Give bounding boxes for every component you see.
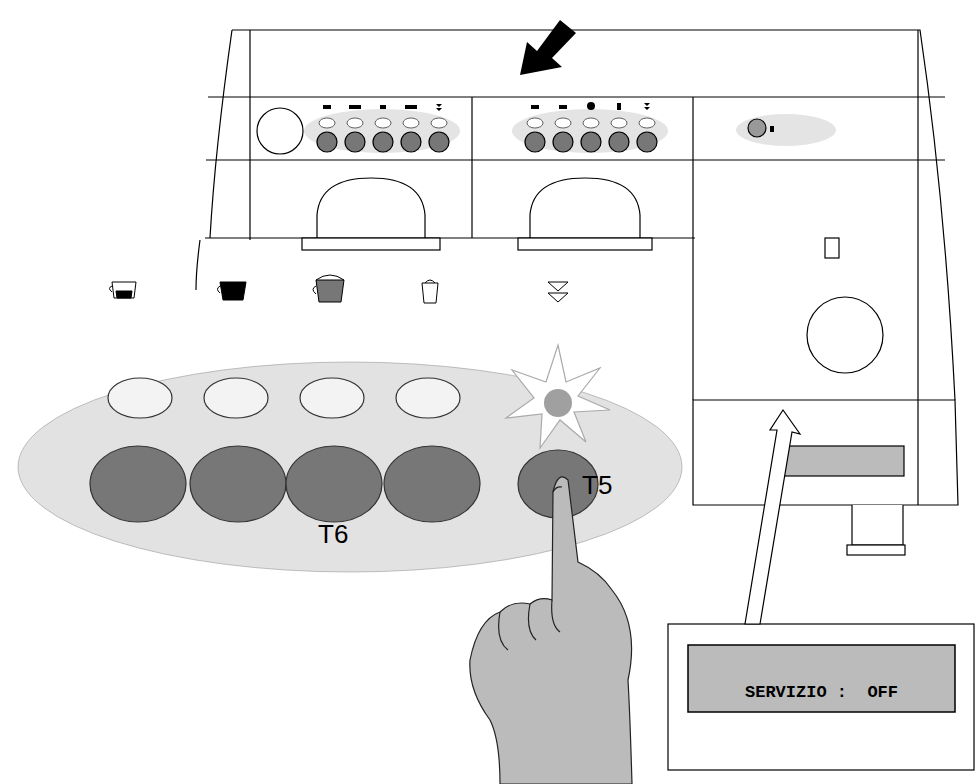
- display-text: SERVIZIO : OFF: [745, 683, 898, 702]
- key-label: T5: [582, 470, 612, 501]
- key-label: T6: [318, 519, 348, 550]
- lcd-display: SERVIZIO : OFF: [688, 645, 955, 712]
